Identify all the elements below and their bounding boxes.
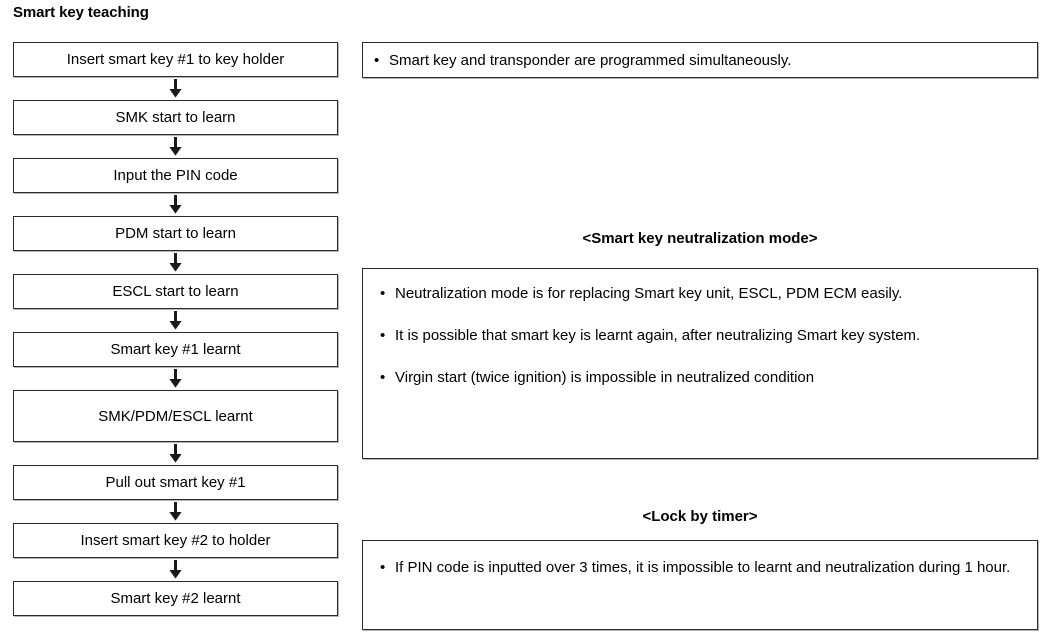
bullet-dot-icon: •	[374, 51, 380, 69]
bullet-item: • Virgin start (twice ignition) is imposs…	[379, 367, 1021, 388]
bullet-item: • It is possible that smart key is learnt…	[379, 325, 1021, 346]
flow-step: Insert smart key #2 to holder	[13, 523, 338, 558]
neutralization-bullet-list: • Neutralization mode is for replacing Sm…	[379, 283, 1021, 388]
arrow-down-icon	[13, 558, 338, 581]
flow-step-label: PDM start to learn	[115, 225, 236, 242]
flow-step: Pull out smart key #1	[13, 465, 338, 500]
flow-step: Input the PIN code	[13, 158, 338, 193]
flow-step-label: Smart key #2 learnt	[110, 590, 241, 607]
bullet-text: Neutralization mode is for replacing Sma…	[395, 285, 903, 302]
arrow-down-icon	[13, 135, 338, 158]
arrow-down-icon	[13, 442, 338, 465]
flow-step-label: Input the PIN code	[113, 167, 238, 184]
bullet-text: It is possible that smart key is learnt …	[395, 327, 921, 344]
arrow-down-icon	[13, 193, 338, 216]
lock-by-timer-bullet-list: • If PIN code is inputted over 3 times, i…	[379, 557, 1021, 578]
lock-by-timer-heading: <Lock by timer>	[642, 508, 758, 525]
neutralization-heading: <Smart key neutralization mode>	[582, 230, 818, 247]
arrow-down-icon	[13, 309, 338, 332]
flow-step: Insert smart key #1 to key holder	[13, 42, 338, 77]
note-panel-lock-by-timer: • If PIN code is inputted over 3 times, i…	[362, 540, 1038, 630]
flow-step: Smart key #2 learnt	[13, 581, 338, 616]
bullet-item: • Smart key and transponder are programm…	[373, 50, 791, 71]
arrow-down-icon	[13, 77, 338, 100]
flow-step: PDM start to learn	[13, 216, 338, 251]
arrow-down-icon	[13, 251, 338, 274]
bullet-dot-icon: •	[380, 285, 386, 302]
flow-step: SMK start to learn	[13, 100, 338, 135]
flow-step-label: ESCL start to learn	[112, 283, 239, 300]
flow-step: ESCL start to learn	[13, 274, 338, 309]
flow-step: Smart key #1 learnt	[13, 332, 338, 367]
flow-step: SMK/PDM/ESCL learnt	[13, 390, 338, 442]
bullet-item: • Neutralization mode is for replacing Sm…	[379, 283, 1021, 304]
arrow-down-icon	[13, 500, 338, 523]
arrow-down-icon	[13, 367, 338, 390]
bullet-dot-icon: •	[380, 327, 386, 344]
bullet-item: • If PIN code is inputted over 3 times, i…	[379, 557, 1021, 578]
bullet-text: If PIN code is inputted over 3 times, it…	[395, 559, 1011, 576]
note-panel-neutralization: • Neutralization mode is for replacing Sm…	[362, 268, 1038, 459]
bullet-dot-icon: •	[380, 559, 386, 576]
note-panel-programming: • Smart key and transponder are programm…	[362, 42, 1038, 78]
flow-step-label: SMK start to learn	[115, 109, 236, 126]
bullet-text: Virgin start (twice ignition) is impossi…	[395, 369, 815, 386]
bullet-text: Smart key and transponder are programmed…	[389, 51, 792, 69]
flow-step-label: Smart key #1 learnt	[110, 341, 241, 358]
page-title: Smart key teaching	[13, 4, 149, 21]
flow-step-label: Insert smart key #1 to key holder	[66, 51, 285, 68]
bullet-dot-icon: •	[380, 369, 386, 386]
flow-step-label: SMK/PDM/ESCL learnt	[98, 407, 253, 425]
flow-step-label: Pull out smart key #1	[105, 474, 246, 491]
flow-step-label: Insert smart key #2 to holder	[80, 532, 271, 549]
